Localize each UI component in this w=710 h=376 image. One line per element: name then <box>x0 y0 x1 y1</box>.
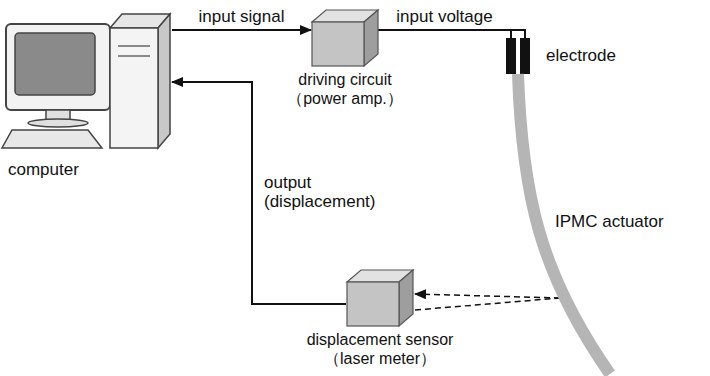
node-label: computer <box>8 160 79 179</box>
edge-label: output (displacement) <box>262 173 376 211</box>
node-label: IPMC actuator <box>555 212 664 231</box>
label-holder: driving circuit（power amp.） <box>287 68 403 108</box>
edge-label: input signal <box>196 7 286 26</box>
label-holder: IPMC actuator <box>555 212 664 231</box>
diagram-node: computer <box>2 6 182 179</box>
node-label: driving circuit <box>287 70 403 89</box>
diagram-node: electrode <box>500 36 630 74</box>
node-label: displacement sensor <box>307 330 454 349</box>
node-label: electrode <box>536 46 616 65</box>
node-label: （laser meter） <box>307 349 454 368</box>
signal-line <box>172 29 311 31</box>
laser-beam <box>415 298 560 310</box>
node-label: （power amp.） <box>287 89 403 108</box>
label-holder: displacement sensor（laser meter） <box>307 328 454 368</box>
cube-illustration <box>310 8 380 68</box>
diagram-node: displacement sensor（laser meter） <box>270 268 490 368</box>
edge-label: input voltage <box>394 7 494 26</box>
diagram-node: IPMC actuator <box>500 74 708 374</box>
signal-line <box>378 30 525 38</box>
computer-illustration <box>2 6 174 156</box>
electrode-illustration <box>500 36 536 74</box>
laser-beam <box>415 294 560 298</box>
label-holder: computer <box>2 156 79 179</box>
cube-illustration <box>345 268 415 328</box>
